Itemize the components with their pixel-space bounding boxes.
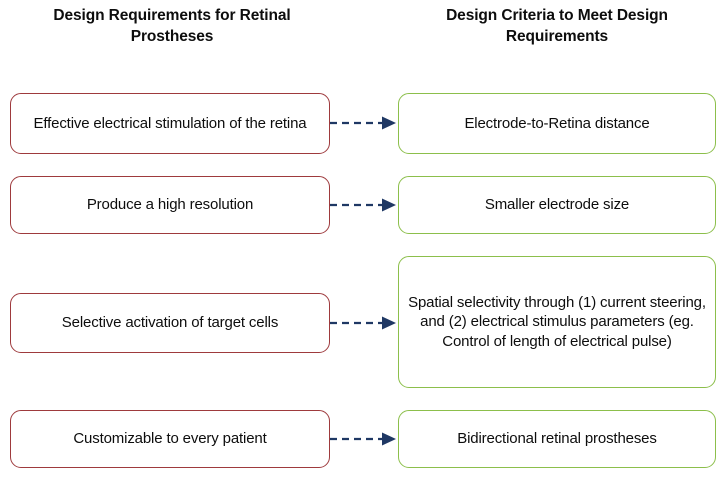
requirement-box-3: Selective activation of target cells [10,293,330,353]
criteria-label-1: Electrode-to-Retina distance [464,114,650,132]
column-header-design-requirements: Design Requirements for Retinal Prosthes… [53,7,291,45]
criteria-box-2: Smaller electrode size [398,176,716,234]
dashed-arrow-icon-3 [330,315,400,331]
criteria-label-4: Bidirectional retinal prostheses [457,430,657,448]
requirement-label-4: Customizable to every patient [73,430,267,448]
requirement-label-1: Effective electrical stimulation of the … [33,114,307,132]
criteria-label-3: Spatial selectivity through (1) current … [408,294,706,350]
criteria-label-2: Smaller electrode size [484,196,630,214]
criteria-box-1: Electrode-to-Retina distance [398,93,716,154]
column-header-design-criteria: Design Criteria to Meet Design Requireme… [446,7,668,45]
requirement-label-3: Selective activation of target cells [61,314,279,332]
dashed-arrow-icon-1 [330,115,400,131]
dashed-arrow-icon-2 [330,197,400,213]
requirement-label-2: Produce a high resolution [86,196,254,214]
requirement-box-2: Produce a high resolution [10,176,330,234]
dashed-arrow-icon-4 [330,431,400,447]
criteria-box-4: Bidirectional retinal prostheses [398,410,716,468]
criteria-box-3: Spatial selectivity through (1) current … [398,256,716,388]
requirement-box-4: Customizable to every patient [10,410,330,468]
requirement-box-1: Effective electrical stimulation of the … [10,93,330,154]
